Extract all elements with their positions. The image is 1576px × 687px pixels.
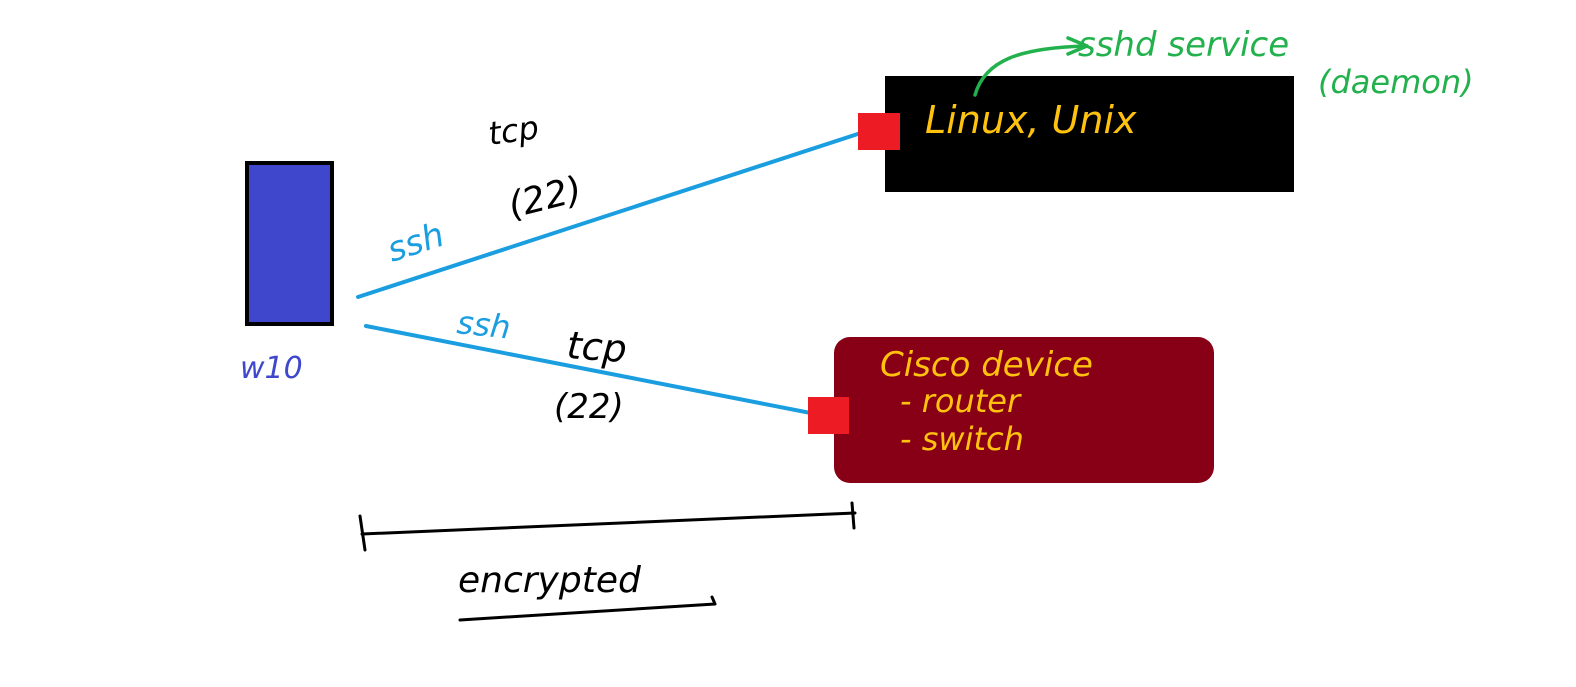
encrypted-label: encrypted: [458, 560, 642, 601]
encrypted-span-left-tick: [358, 514, 367, 552]
ssh-link-to-cisco: [364, 324, 828, 418]
daemon-arrow-curve: [973, 44, 1087, 97]
ssh-link-to-linux: [356, 128, 872, 299]
upper-link-port-label: (22): [504, 169, 586, 227]
linux-unix-label: Linux, Unix: [925, 98, 1137, 142]
encrypted-span-right-tick: [850, 501, 856, 530]
lower-link-transport-label: tcp: [565, 323, 628, 371]
encrypted-span-bracket: [360, 511, 857, 536]
upper-link-transport-label: tcp: [486, 108, 541, 153]
upper-link-protocol-label: ssh: [382, 215, 449, 271]
cisco-port-marker: [808, 397, 849, 434]
cisco-device-item-router: - router: [900, 382, 1022, 420]
lower-link-protocol-label: ssh: [455, 303, 512, 346]
daemon-arrow-head: [1066, 36, 1089, 56]
client-computer-box: [245, 161, 334, 326]
cisco-device-title: Cisco device: [880, 345, 1093, 385]
encrypted-underline: [458, 595, 717, 622]
cisco-device-box: [834, 337, 1214, 483]
cisco-device-item-switch: - switch: [900, 420, 1024, 458]
linux-unix-server-box: [885, 76, 1294, 192]
client-label: w10: [240, 351, 303, 386]
lower-link-port-label: (22): [554, 387, 624, 427]
daemon-note-line1: sshd service: [1078, 25, 1289, 65]
linux-port-marker: [858, 113, 900, 150]
daemon-note-line2: (daemon): [1318, 63, 1474, 101]
